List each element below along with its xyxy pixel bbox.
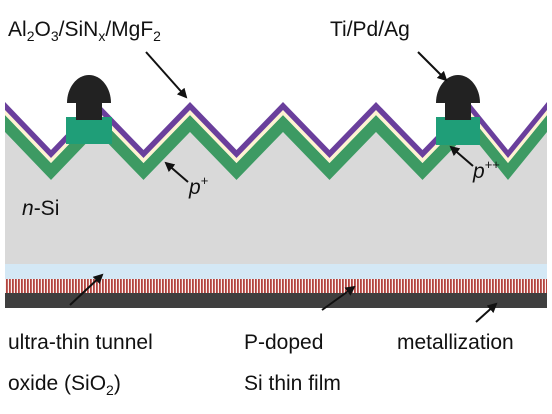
p-doped-label-line2: Si thin film <box>244 372 341 395</box>
contact-arrow <box>417 51 448 82</box>
metallization-label: metallization <box>397 331 514 354</box>
tunnel-oxide-label-line2: oxide (SiO2) <box>8 372 121 398</box>
contact-finger-stem <box>76 103 102 120</box>
contact-finger-stem <box>445 103 471 120</box>
p-plusplus-arrow <box>449 145 474 167</box>
p-doped-label-line1: P-doped <box>244 331 323 354</box>
coating-arrow <box>145 51 188 99</box>
antireflection-coating-layer <box>5 102 547 158</box>
passivation-layer <box>5 110 547 163</box>
p-plus-contact-pad <box>66 117 112 144</box>
p-plusplus-contact-pad <box>436 117 480 145</box>
tunnel-oxide-layer <box>5 264 547 279</box>
metallization-arrow <box>475 302 498 323</box>
p-plusplus-label: p++ <box>472 157 500 183</box>
contact-label: Ti/Pd/Ag <box>330 18 410 41</box>
n-si-label: n-Si <box>22 197 59 220</box>
n-si-substrate <box>5 132 547 264</box>
coating-label: Al2O3/SiNx/MgF2 <box>8 18 161 44</box>
tunnel-oxide-label-line1: ultra-thin tunnel <box>8 331 153 354</box>
front-contact-right <box>436 75 480 145</box>
contact-finger-cap <box>67 75 111 103</box>
p-plus-arrow <box>164 161 189 183</box>
p-plus-emitter-layer <box>5 115 547 180</box>
tunnel-oxide-arrow <box>69 273 104 306</box>
p-plus-label: p+ <box>188 173 208 199</box>
front-contact-left <box>66 75 112 144</box>
p-doped-si-film-layer <box>5 279 547 293</box>
p-doped-arrow <box>321 285 356 311</box>
rear-metallization-layer <box>5 293 547 308</box>
contact-finger-cap <box>436 75 480 103</box>
